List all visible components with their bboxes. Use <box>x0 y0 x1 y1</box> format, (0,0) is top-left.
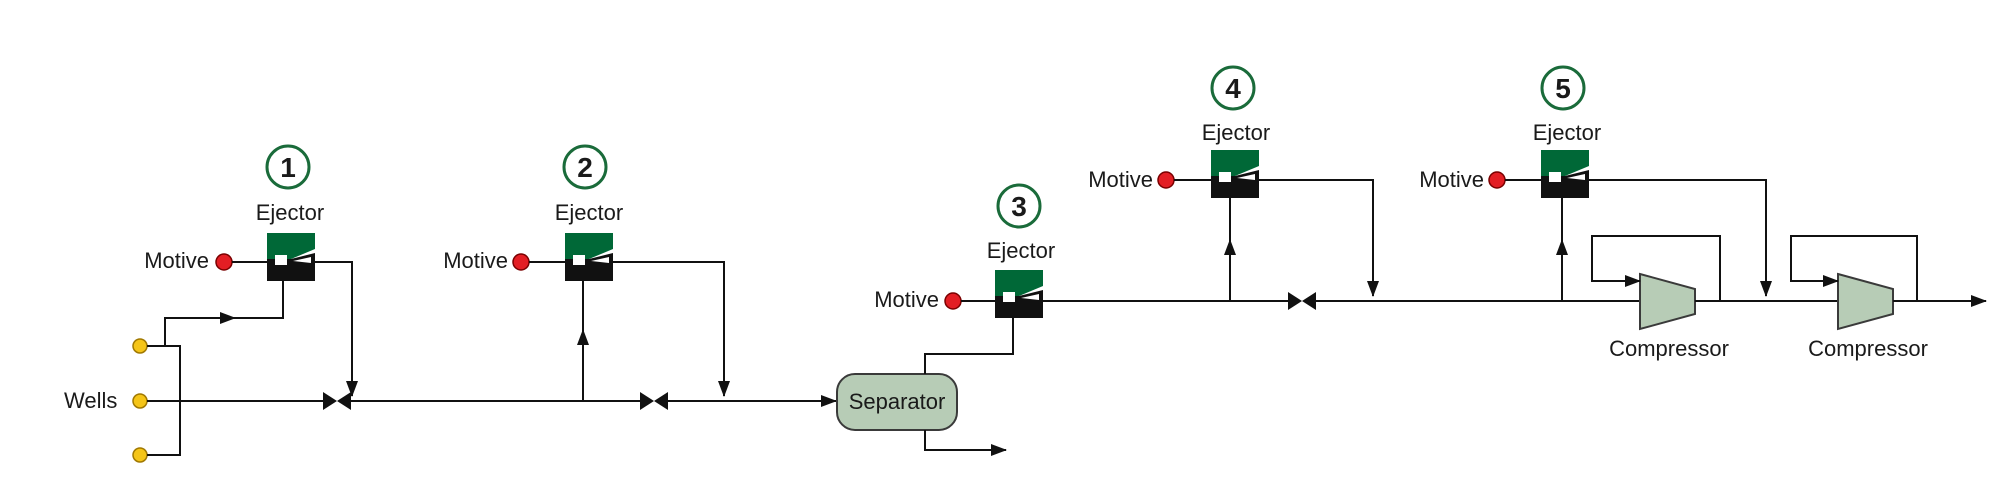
ejector-3-number: 3 <box>1011 191 1027 222</box>
separator-group: Separator <box>836 318 1014 456</box>
wells-label: Wells <box>64 388 117 413</box>
compressor-2-recycle-line <box>1790 235 1918 302</box>
ejector-5-number: 5 <box>1555 73 1571 104</box>
motive-4-label: Motive <box>1088 167 1153 192</box>
separator-label: Separator <box>849 389 946 414</box>
compressor-1-recycle-line <box>1591 235 1721 302</box>
compressor-1-icon[interactable] <box>1639 272 1696 331</box>
well-3-icon <box>132 447 148 463</box>
motive-1-icon[interactable] <box>215 253 233 271</box>
well-2-icon <box>132 393 148 409</box>
motive-1-label: Motive <box>144 248 209 273</box>
ejector-1-number: 1 <box>280 152 296 183</box>
well-to-ejector-1-line <box>164 312 236 346</box>
separator-gas-to-ejector-3-line <box>924 318 1014 374</box>
valve-icon[interactable] <box>640 392 668 410</box>
motive-5-icon[interactable] <box>1488 171 1506 189</box>
ejector-1-group: 1 Ejector Motive <box>144 144 358 397</box>
ejector-1-number-badge <box>265 144 311 190</box>
wells-group: Wells <box>64 281 284 463</box>
compressor-1-group: Compressor <box>1563 235 1838 361</box>
ejector-1-label: Ejector <box>256 200 324 225</box>
valve-icon[interactable] <box>1288 292 1316 310</box>
ejector-4-group: 4 Ejector Motive <box>1088 65 1379 301</box>
compressor-2-group: Compressor <box>1790 235 1987 361</box>
motive-3-label: Motive <box>874 287 939 312</box>
ejector-5-icon[interactable] <box>1541 150 1589 198</box>
motive-3-icon[interactable] <box>944 292 962 310</box>
compressor-2-label: Compressor <box>1808 336 1928 361</box>
ejector-4-number: 4 <box>1225 73 1241 104</box>
compressor-1-label: Compressor <box>1609 336 1729 361</box>
motive-2-label: Motive <box>443 248 508 273</box>
ejector-5-outlet-line <box>1589 179 1772 297</box>
ejector-3-number-badge <box>996 183 1042 229</box>
ejector-2-outlet-line <box>613 261 730 397</box>
ejector-2-group: 2 Ejector Motive <box>443 144 730 401</box>
ejector-5-number-badge <box>1540 65 1586 111</box>
separator-liquid-outlet-line <box>924 430 1007 456</box>
well-1-icon <box>132 338 148 354</box>
ejector-2-number-badge <box>562 144 608 190</box>
ejector-4-icon[interactable] <box>1211 150 1259 198</box>
ejector-3-label: Ejector <box>987 238 1055 263</box>
ejector-1-icon[interactable] <box>267 233 315 281</box>
ejector-4-number-badge <box>1210 65 1256 111</box>
ejector-5-label: Ejector <box>1533 120 1601 145</box>
ejector-4-outlet-line <box>1259 179 1379 297</box>
ejector-3-icon[interactable] <box>995 270 1043 318</box>
ejector-5-group: 5 Ejector Motive <box>1419 65 1772 301</box>
ejector-4-label: Ejector <box>1202 120 1270 145</box>
valve-icon[interactable] <box>323 392 351 410</box>
ejector-1-outlet-line <box>315 261 358 397</box>
ejector-2-number: 2 <box>577 152 593 183</box>
motive-5-label: Motive <box>1419 167 1484 192</box>
compressor-2-icon[interactable] <box>1837 272 1894 331</box>
motive-2-icon[interactable] <box>512 253 530 271</box>
ejector-3-group: 3 Ejector Motive <box>874 183 1055 318</box>
motive-4-icon[interactable] <box>1157 171 1175 189</box>
ejector-2-label: Ejector <box>555 200 623 225</box>
separator-vessel[interactable] <box>836 373 958 431</box>
ejector-2-icon[interactable] <box>565 233 613 281</box>
